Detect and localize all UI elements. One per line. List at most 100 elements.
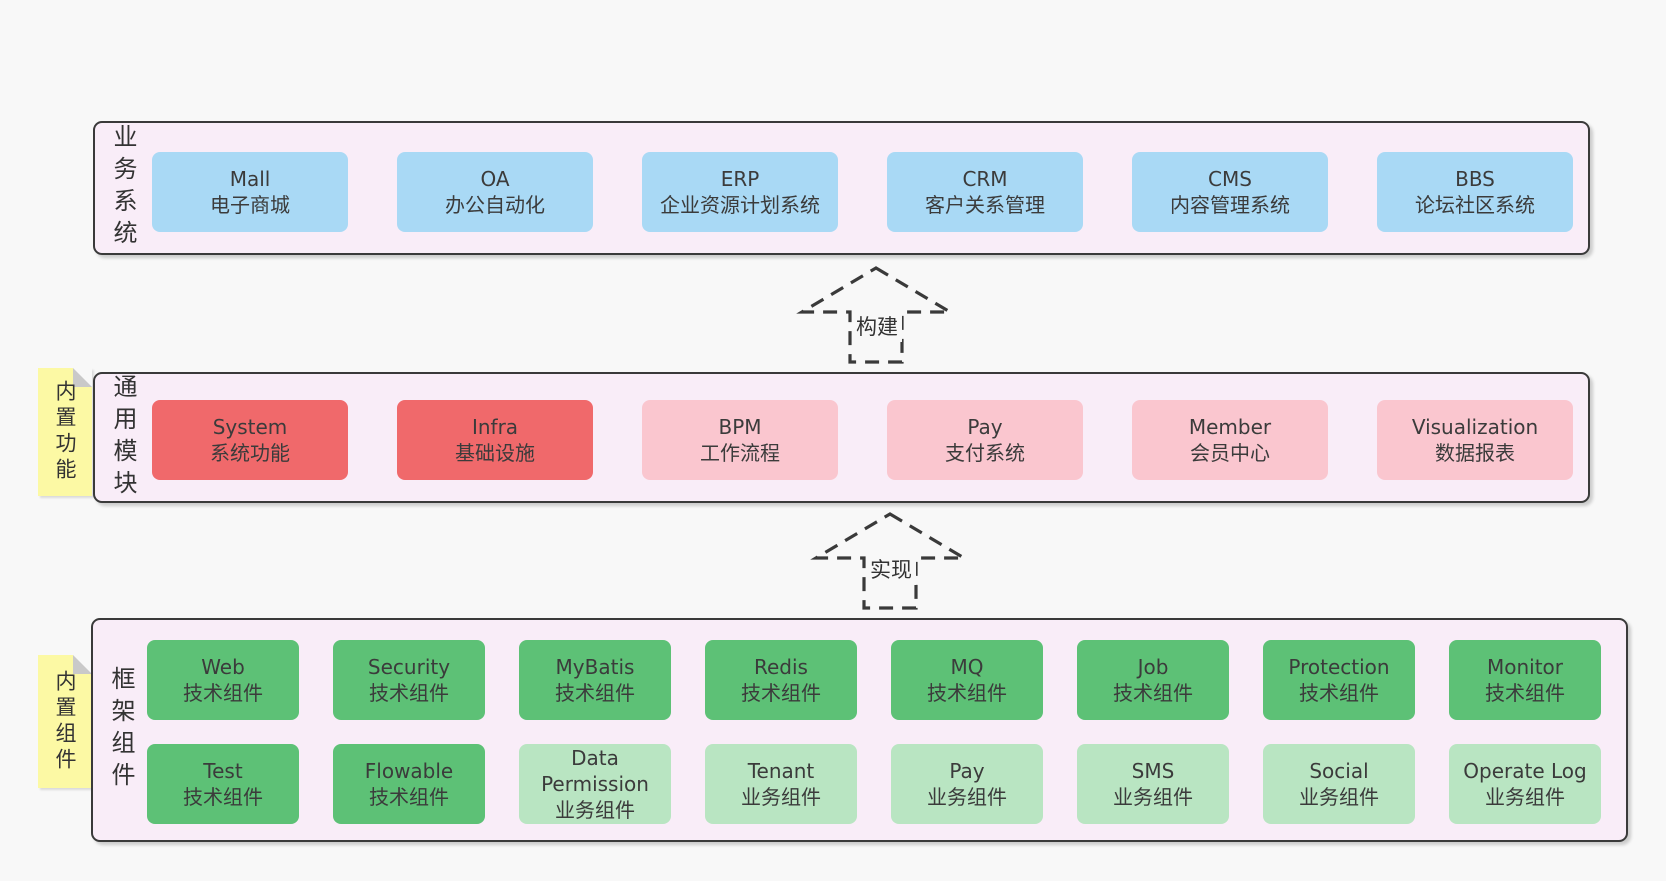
box-subtitle: 技术组件 bbox=[183, 785, 263, 809]
box-title: Member bbox=[1188, 415, 1272, 439]
box-infra: Infra 基础设施 bbox=[397, 400, 593, 480]
sticky-built-in-features: 内置功能 bbox=[38, 368, 92, 496]
box-crm: CRM 客户关系管理 bbox=[887, 152, 1083, 232]
box-subtitle: 业务组件 bbox=[927, 785, 1007, 809]
box-oa: OA 办公自动化 bbox=[397, 152, 593, 232]
box-subtitle: 业务组件 bbox=[555, 798, 635, 822]
box-subtitle: 技术组件 bbox=[741, 681, 821, 705]
box-test: Test 技术组件 bbox=[147, 744, 299, 824]
box-subtitle: 技术组件 bbox=[369, 681, 449, 705]
box-flowable: Flowable 技术组件 bbox=[333, 744, 485, 824]
box-subtitle: 技术组件 bbox=[1113, 681, 1193, 705]
box-system: System 系统功能 bbox=[152, 400, 348, 480]
box-title: Protection bbox=[1288, 655, 1390, 679]
box-operate-log: Operate Log 业务组件 bbox=[1449, 744, 1601, 824]
sticky-built-in-components: 内置组件 bbox=[38, 655, 92, 788]
box-social: Social 业务组件 bbox=[1263, 744, 1415, 824]
box-title: OA bbox=[480, 167, 510, 191]
box-subtitle: 论坛社区系统 bbox=[1415, 193, 1535, 217]
box-title: Redis bbox=[754, 655, 808, 679]
sticky-label: 内置组件 bbox=[53, 669, 77, 774]
box-title: CMS bbox=[1208, 167, 1252, 191]
box-title: Tenant bbox=[747, 759, 815, 783]
box-subtitle: 客户关系管理 bbox=[925, 193, 1045, 217]
box-sms: SMS 业务组件 bbox=[1077, 744, 1229, 824]
framework-row-2: Test 技术组件 Flowable 技术组件 Data Permission … bbox=[147, 744, 1601, 824]
box-subtitle: 内容管理系统 bbox=[1170, 193, 1290, 217]
box-title: SMS bbox=[1131, 759, 1175, 783]
box-subtitle: 技术组件 bbox=[1485, 681, 1565, 705]
box-title: BPM bbox=[718, 415, 762, 439]
box-subtitle: 业务组件 bbox=[1299, 785, 1379, 809]
box-title: Visualization bbox=[1411, 415, 1539, 439]
box-visualization: Visualization 数据报表 bbox=[1377, 400, 1573, 480]
box-subtitle: 数据报表 bbox=[1435, 441, 1515, 465]
box-title: Pay bbox=[967, 415, 1003, 439]
modules-box-row: System 系统功能 Infra 基础设施 BPM 工作流程 Pay 支付系统… bbox=[152, 400, 1573, 480]
box-subtitle: 支付系统 bbox=[945, 441, 1025, 465]
box-subtitle: 企业资源计划系统 bbox=[660, 193, 820, 217]
box-title: Mall bbox=[229, 167, 271, 191]
box-mall: Mall 电子商城 bbox=[152, 152, 348, 232]
box-subtitle: 办公自动化 bbox=[445, 193, 545, 217]
box-title: Social bbox=[1309, 759, 1369, 783]
framework-row-1: Web 技术组件 Security 技术组件 MyBatis 技术组件 Redi… bbox=[147, 640, 1601, 720]
implement-arrow-label: 实现 bbox=[866, 553, 916, 585]
box-subtitle: 工作流程 bbox=[700, 441, 780, 465]
box-subtitle: 会员中心 bbox=[1190, 441, 1270, 465]
box-mq: MQ 技术组件 bbox=[891, 640, 1043, 720]
box-title: Data Permission bbox=[541, 746, 649, 796]
box-subtitle: 业务组件 bbox=[1113, 785, 1193, 809]
box-subtitle: 技术组件 bbox=[1299, 681, 1379, 705]
box-title: CRM bbox=[962, 167, 1008, 191]
panel-framework-components: 框架组件 Web 技术组件 Security 技术组件 MyBatis 技术组件… bbox=[91, 618, 1628, 842]
box-title: MQ bbox=[950, 655, 984, 679]
build-arrow-label: 构建 bbox=[852, 310, 902, 342]
box-title: Web bbox=[201, 655, 245, 679]
box-subtitle: 技术组件 bbox=[369, 785, 449, 809]
box-subtitle: 基础设施 bbox=[455, 441, 535, 465]
panel-modules-label: 通用模块 bbox=[109, 373, 137, 502]
business-box-row: Mall 电子商城 OA 办公自动化 ERP 企业资源计划系统 CRM 客户关系… bbox=[152, 152, 1573, 232]
box-bpm: BPM 工作流程 bbox=[642, 400, 838, 480]
box-bbs: BBS 论坛社区系统 bbox=[1377, 152, 1573, 232]
box-subtitle: 业务组件 bbox=[1485, 785, 1565, 809]
panel-business-systems: 业务系统 Mall 电子商城 OA 办公自动化 ERP 企业资源计划系统 CRM… bbox=[93, 121, 1590, 255]
box-redis: Redis 技术组件 bbox=[705, 640, 857, 720]
box-title: Security bbox=[367, 655, 451, 679]
box-mybatis: MyBatis 技术组件 bbox=[519, 640, 671, 720]
box-monitor: Monitor 技术组件 bbox=[1449, 640, 1601, 720]
box-web: Web 技术组件 bbox=[147, 640, 299, 720]
box-protection: Protection 技术组件 bbox=[1263, 640, 1415, 720]
box-subtitle: 系统功能 bbox=[210, 441, 290, 465]
box-cms: CMS 内容管理系统 bbox=[1132, 152, 1328, 232]
box-erp: ERP 企业资源计划系统 bbox=[642, 152, 838, 232]
box-title: Flowable bbox=[364, 759, 454, 783]
box-pay-system: Pay 支付系统 bbox=[887, 400, 1083, 480]
box-title: ERP bbox=[720, 167, 760, 191]
box-title: Monitor bbox=[1486, 655, 1564, 679]
panel-business-label: 业务系统 bbox=[109, 124, 137, 252]
box-title: Job bbox=[1137, 655, 1169, 679]
box-tenant: Tenant 业务组件 bbox=[705, 744, 857, 824]
sticky-label: 内置功能 bbox=[53, 380, 77, 484]
panel-common-modules: 通用模块 System 系统功能 Infra 基础设施 BPM 工作流程 Pay… bbox=[93, 372, 1590, 503]
box-title: Operate Log bbox=[1463, 759, 1587, 783]
box-title: Pay bbox=[949, 759, 985, 783]
box-subtitle: 技术组件 bbox=[555, 681, 635, 705]
box-security: Security 技术组件 bbox=[333, 640, 485, 720]
box-data-permission: Data Permission 业务组件 bbox=[519, 744, 671, 824]
box-member: Member 会员中心 bbox=[1132, 400, 1328, 480]
box-title: System bbox=[212, 415, 288, 439]
box-job: Job 技术组件 bbox=[1077, 640, 1229, 720]
box-title: MyBatis bbox=[555, 655, 635, 679]
box-subtitle: 电子商城 bbox=[210, 193, 290, 217]
box-pay-component: Pay 业务组件 bbox=[891, 744, 1043, 824]
panel-framework-label: 框架组件 bbox=[107, 666, 135, 794]
box-title: BBS bbox=[1455, 167, 1495, 191]
box-subtitle: 技术组件 bbox=[183, 681, 263, 705]
box-title: Test bbox=[203, 759, 243, 783]
box-subtitle: 技术组件 bbox=[927, 681, 1007, 705]
box-title: Infra bbox=[471, 415, 519, 439]
